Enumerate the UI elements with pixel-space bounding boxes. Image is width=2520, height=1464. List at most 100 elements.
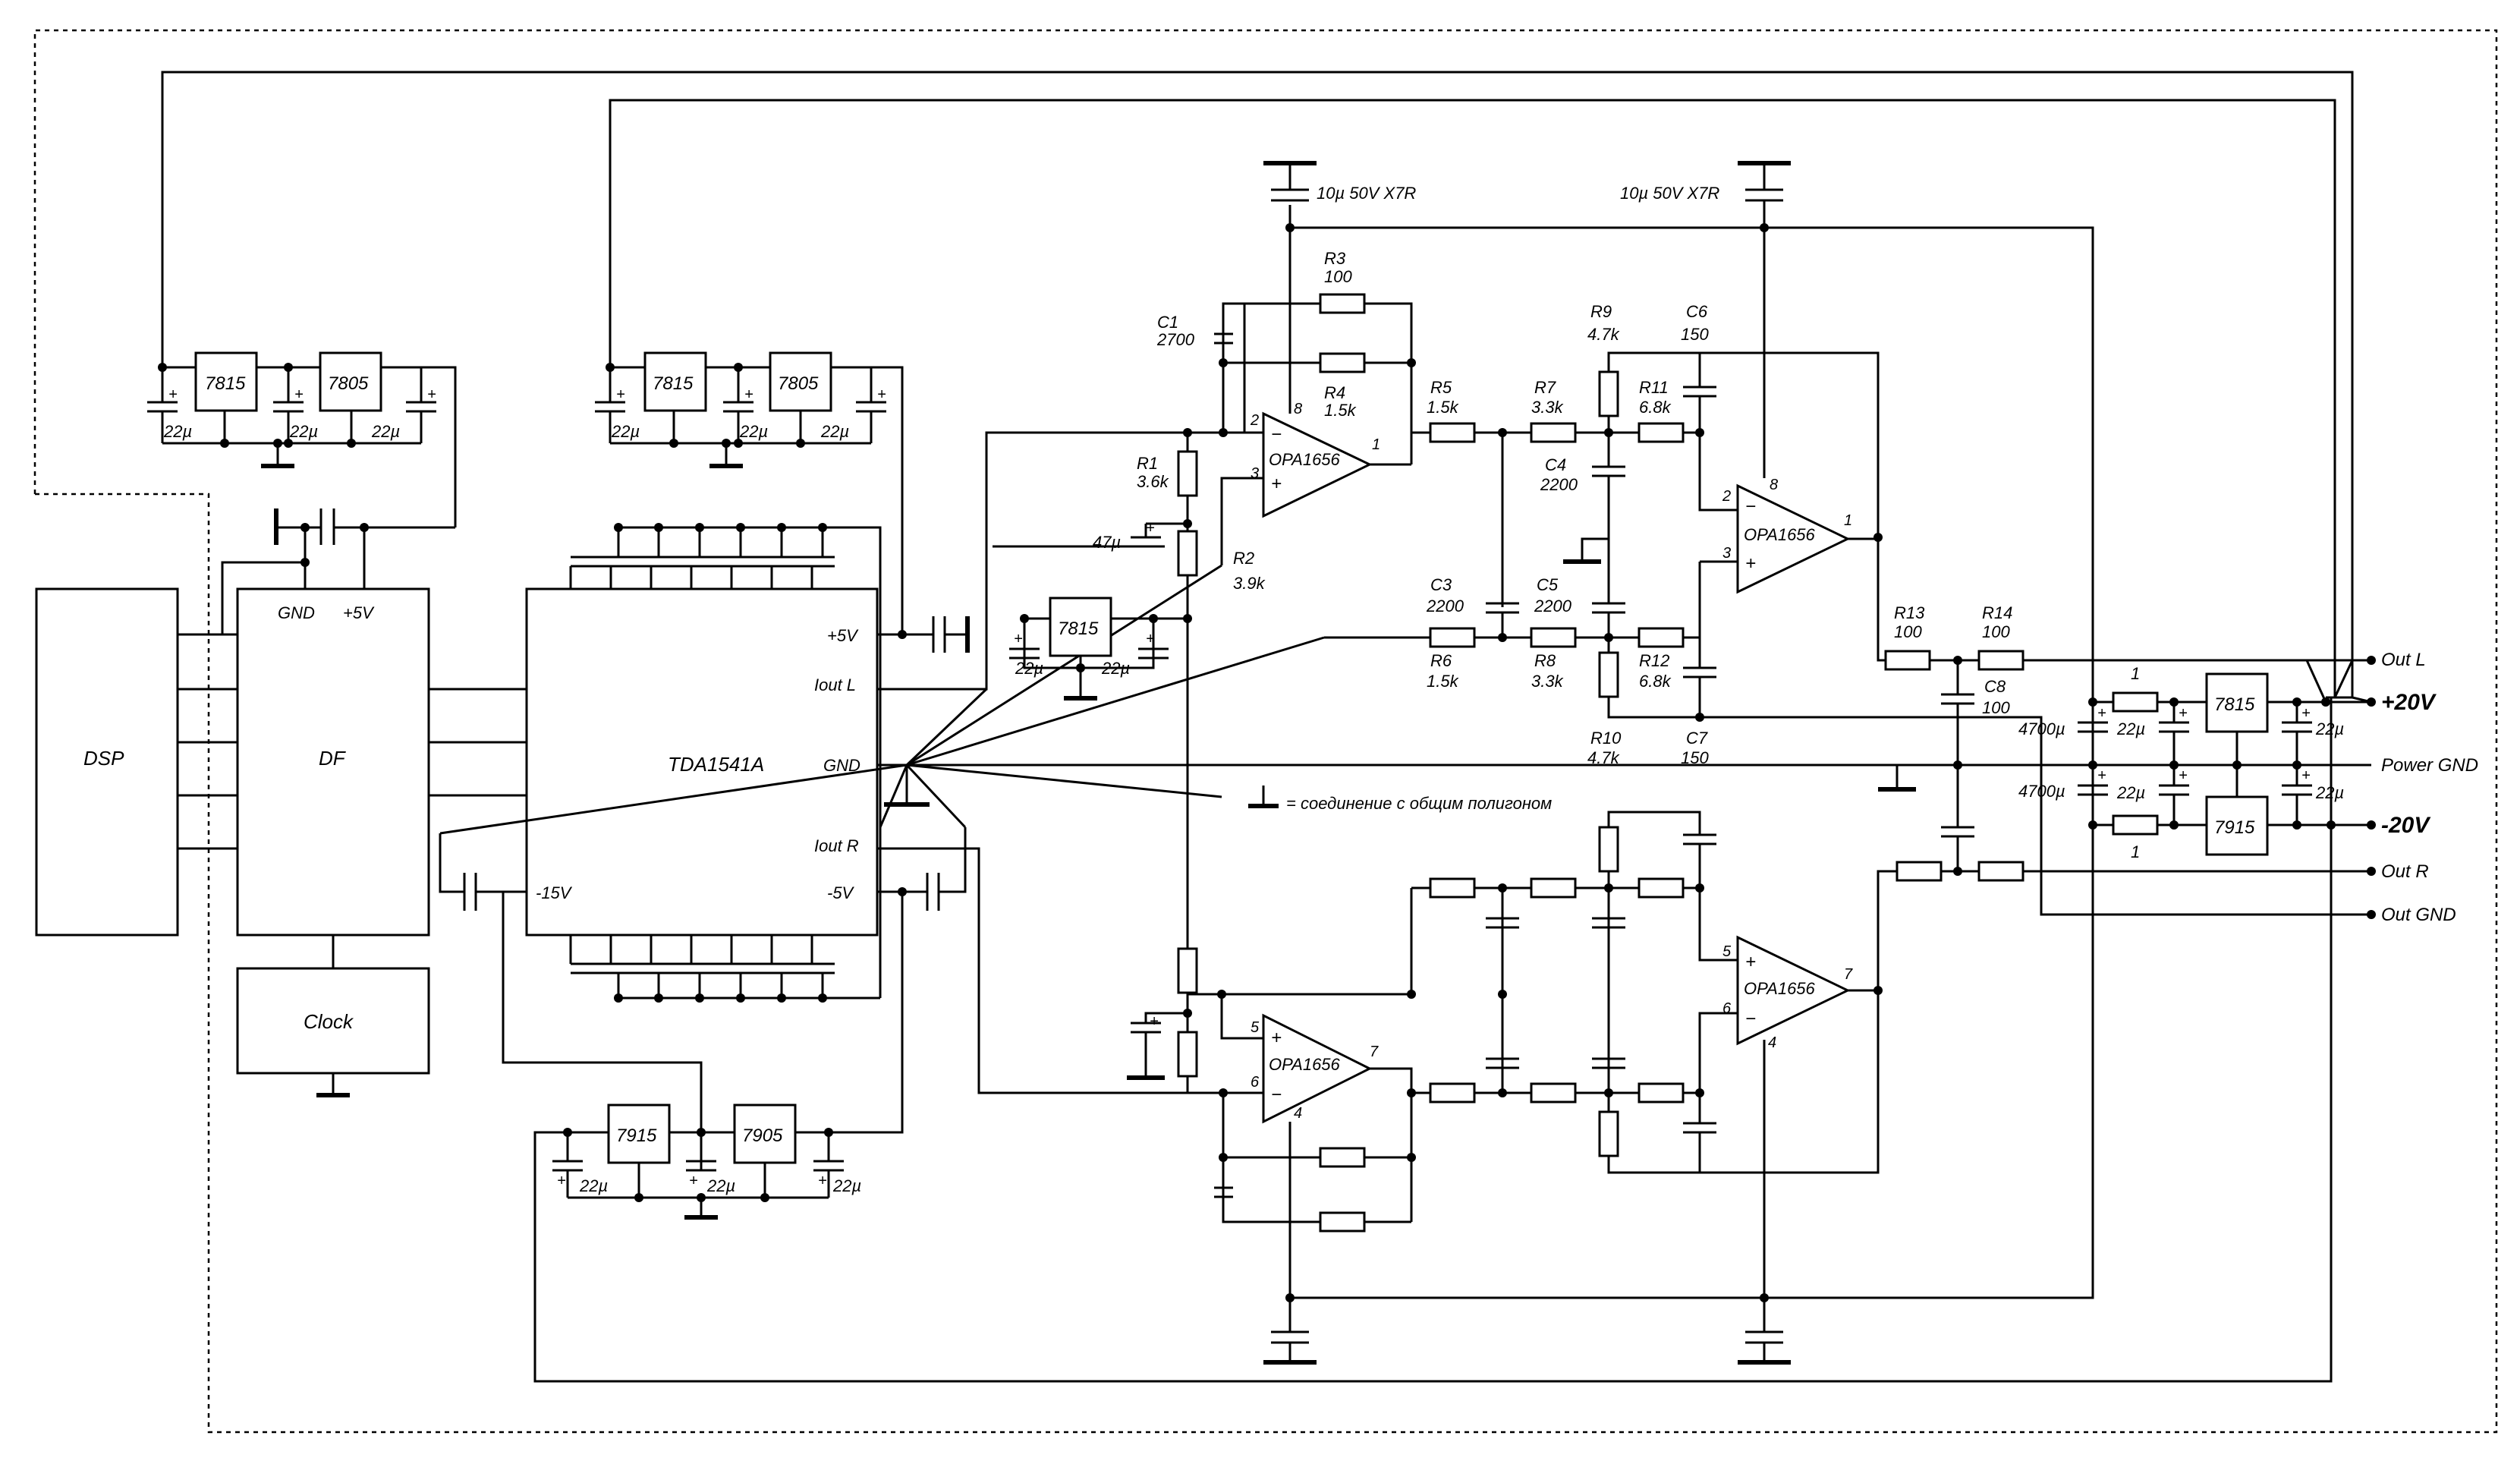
svg-text:−: − [1745,1009,1756,1029]
dac-m15v-label: -15V [536,883,573,902]
svg-text:3.3k: 3.3k [1531,398,1564,417]
svg-text:4.7k: 4.7k [1587,325,1620,344]
svg-text:C5: C5 [1537,575,1559,594]
minus20v-label: -20V [2381,813,2431,838]
reg-7805-b: 7805 [778,373,819,394]
clock-label: Clock [304,1010,354,1033]
svg-text:+: + [1745,553,1756,574]
c47-label: 47µ [1093,533,1121,552]
svg-text:C3: C3 [1430,575,1452,594]
svg-text:+: + [2097,767,2106,784]
svg-text:+: + [427,386,436,403]
df-block [236,587,430,937]
svg-text:2: 2 [1722,488,1731,505]
svg-text:+: + [2179,767,2188,784]
res-1a: 1 [2131,664,2140,683]
svg-text:3: 3 [1722,545,1731,562]
dac-5v-label: +5V [827,626,859,645]
dac-star-ground [439,431,1958,835]
svg-text:22µ: 22µ [832,1176,861,1195]
decoupling-b-label: 10µ 50V X7R [1620,184,1719,203]
svg-text:4.7k: 4.7k [1587,748,1620,767]
svg-text:22µ: 22µ [371,422,400,441]
svg-text:7: 7 [1844,966,1853,983]
dsp-df-bus [178,633,238,850]
svg-text:C6: C6 [1686,302,1708,321]
opamp-u2: OPA1656 2 3 8 1 − + [1722,477,1852,594]
svg-text:−: − [1271,424,1282,445]
svg-text:C4: C4 [1545,455,1566,474]
svg-text:100: 100 [1324,267,1352,286]
svg-text:R8: R8 [1534,651,1556,670]
svg-text:R3: R3 [1324,249,1346,268]
power-gnd-label: Power GND [2381,755,2478,776]
svg-text:6.8k: 6.8k [1639,398,1672,417]
dac-ioutr-label: Iout R [814,836,859,855]
svg-text:8: 8 [1294,401,1302,417]
svg-text:22µ: 22µ [706,1176,735,1195]
svg-text:100: 100 [1894,622,1922,641]
reg-7915-b: 7915 [2214,817,2255,838]
dac-label: TDA1541A [668,753,764,776]
svg-text:+: + [1745,952,1756,972]
svg-text:2200: 2200 [1534,597,1572,616]
svg-text:22µ: 22µ [163,422,192,441]
df-gnd-label: GND [278,603,315,622]
dsp-block [35,587,179,937]
power-supply-section: 7815 7915 + + + + + + 4700µ 4700µ 22µ 22… [2018,664,2376,861]
svg-text:22µ: 22µ [2315,719,2344,738]
svg-text:22µ: 22µ [579,1176,608,1195]
svg-text:+: + [2301,705,2311,722]
svg-text:R1: R1 [1137,454,1158,473]
svg-text:R14: R14 [1982,603,2012,622]
u1-name: OPA1656 [1269,450,1341,469]
svg-text:5: 5 [1722,943,1732,960]
svg-text:R12: R12 [1639,651,1669,670]
reg-7915-a: 7915 [616,1126,657,1146]
dac-bottom-caps [569,935,880,1003]
decoupling-cap-top-a: 10µ 50V X7R [1263,161,1416,232]
svg-text:100: 100 [1982,698,2010,717]
dsp-label: DSP [83,747,124,770]
svg-text:1.5k: 1.5k [1427,398,1459,417]
opamp-u4: OPA1656 5 6 4 7 + − [1722,935,1853,1051]
svg-text:+: + [818,1173,827,1189]
df-5v-label: +5V [343,603,375,622]
svg-text:22µ: 22µ [289,422,318,441]
svg-text:+: + [1146,520,1155,537]
out-gnd-label: Out GND [2381,905,2456,925]
svg-text:2200: 2200 [1426,597,1464,616]
bulk-cap-b: 4700µ [2018,782,2065,801]
svg-text:C1: C1 [1157,313,1178,332]
reg-7815-b: 7815 [653,373,694,394]
svg-text:8: 8 [1770,477,1778,493]
opamp-u1: OPA1656 2 3 8 1 − + [1250,401,1380,518]
tda1541a-block [525,587,879,937]
reg-7815-c: 7815 [1058,619,1099,639]
svg-text:+: + [1271,1028,1282,1048]
svg-text:R6: R6 [1430,651,1452,670]
svg-text:+: + [168,386,178,403]
svg-text:6: 6 [1722,1000,1732,1017]
regulator-chain-neg: 7915 7905 + + + 22µ 22µ 22µ [533,697,2333,1383]
u2-name: OPA1656 [1744,525,1816,544]
enclosure-border [33,29,2498,1434]
svg-text:6.8k: 6.8k [1639,672,1672,691]
output-terminals: Out L +20V Power GND -20V Out R Out GND [2381,650,2478,925]
svg-text:22µ: 22µ [2116,719,2145,738]
svg-text:6: 6 [1251,1074,1260,1091]
svg-text:R10: R10 [1590,729,1622,748]
svg-text:C8: C8 [1984,677,2006,696]
svg-text:2700: 2700 [1156,330,1195,349]
df-label: DF [319,747,347,770]
svg-text:R4: R4 [1324,383,1345,402]
svg-text:+: + [294,386,304,403]
svg-text:3.6k: 3.6k [1137,472,1169,491]
dac-top-caps [569,523,882,998]
df-dac-bus [429,688,527,797]
svg-text:C7: C7 [1686,729,1708,748]
reg-7815-d: 7815 [2214,694,2255,715]
opamp-u3: OPA1656 5 6 4 7 + − [1251,1013,1379,1124]
svg-text:+: + [1146,631,1155,647]
